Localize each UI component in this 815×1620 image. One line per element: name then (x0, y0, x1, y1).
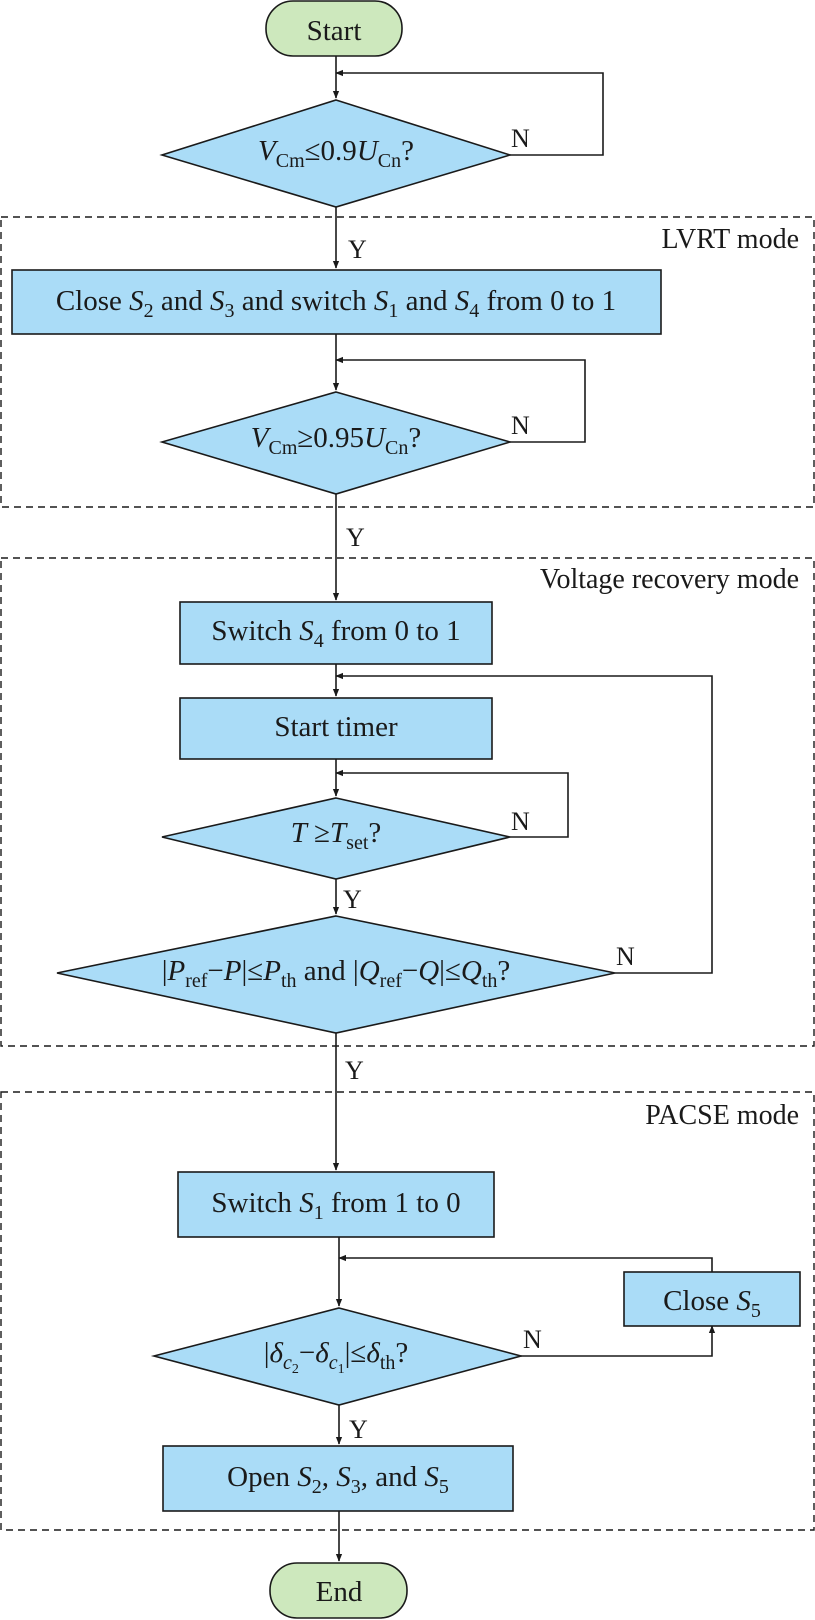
decision-voltage-sag-check: VCm≤0.9UCn? (159, 99, 513, 208)
svg-text:Close S2 and S3 and switch S1: Close S2 and S3 and switch S1 and S4 fro… (56, 285, 616, 322)
end-terminator: End (269, 1562, 408, 1619)
start-terminator: Start (265, 0, 403, 57)
svg-text:Switch S4 from 0 to 1: Switch S4 from 0 to 1 (211, 615, 460, 652)
svg-text:|δc2−δc1|≤δth?: |δc2−δc1|≤δth? (264, 1337, 409, 1377)
no-label: N (511, 124, 530, 153)
svg-text:T ≥Tset?: T ≥Tset? (291, 817, 382, 854)
no-label: N (511, 807, 530, 836)
svg-text:|Pref−P|≤Pth and |Qref−Q|≤Qth?: |Pref−P|≤Pth and |Qref−Q|≤Qth? (162, 955, 511, 992)
start-label: Start (307, 15, 362, 47)
svg-text:Close S5: Close S5 (663, 1285, 761, 1322)
decision-power-deviation-check: |Pref−P|≤Pth and |Qref−Q|≤Qth? (56, 915, 616, 1034)
svg-text:Start timer: Start timer (274, 711, 398, 743)
decision-voltage-recovered-check: VCm≥0.95UCn? (159, 391, 513, 495)
yes-label: Y (346, 523, 365, 552)
decision-timer-check: T ≥Tset? (161, 797, 511, 880)
voltage-recovery-mode-label: Voltage recovery mode (540, 564, 799, 595)
process-switch-s1: Switch S1 from 1 to 0 (177, 1171, 495, 1238)
no-label: N (616, 942, 635, 971)
pacse-mode-region (0, 1091, 815, 1531)
decision-phase-angle-check: |δc2−δc1|≤δth? (150, 1307, 525, 1406)
svg-text:Switch S1 from 1 to 0: Switch S1 from 1 to 0 (211, 1187, 460, 1224)
process-close-s5: Close S5 (623, 1271, 801, 1327)
yes-label: Y (348, 235, 367, 264)
process-start-timer: Start timer (179, 697, 493, 760)
svg-text:VCm≥0.95UCn?: VCm≥0.95UCn? (251, 422, 421, 459)
no-label: N (523, 1325, 542, 1354)
yes-label: Y (345, 1056, 364, 1085)
connectors (332, 56, 716, 1562)
end-label: End (316, 1576, 363, 1608)
process-switch-s4: Switch S4 from 0 to 1 (179, 601, 493, 665)
yes-label: Y (343, 885, 362, 914)
process-open-s2-s3-s5: Open S2, S3, and S5 (162, 1445, 514, 1512)
no-label: N (511, 411, 530, 440)
yes-label: Y (349, 1415, 368, 1444)
process-close-s2-s3-switch-s1-s4: Close S2 and S3 and switch S1 and S4 fro… (11, 269, 662, 335)
lvrt-mode-label: LVRT mode (661, 224, 799, 255)
voltage-recovery-mode-region (0, 557, 815, 1047)
pacse-mode-label: PACSE mode (645, 1100, 799, 1131)
svg-text:Open S2, S3, and S5: Open S2, S3, and S5 (227, 1461, 449, 1498)
svg-text:VCm≤0.9UCn?: VCm≤0.9UCn? (258, 135, 414, 172)
